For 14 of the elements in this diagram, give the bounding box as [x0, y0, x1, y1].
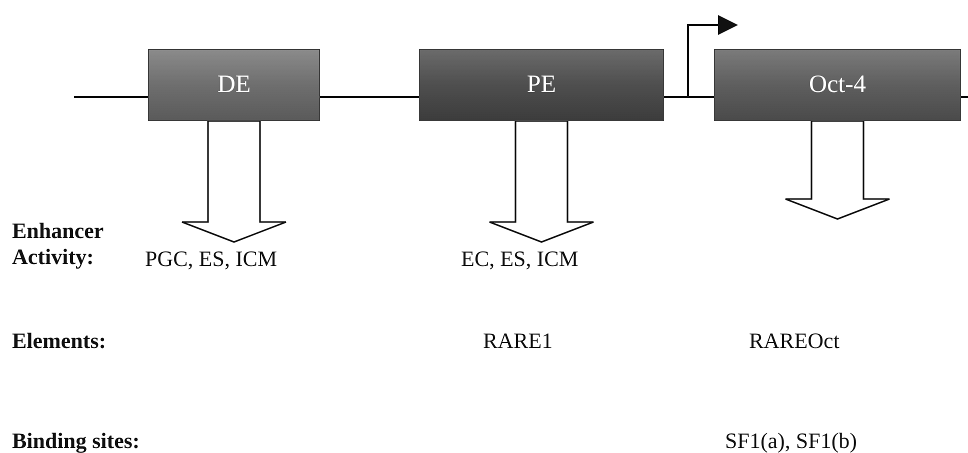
element-name: RAREOct [749, 328, 840, 354]
enhancer-activity-text: PGC, ES, ICM [145, 244, 305, 274]
row-heading: Binding sites: [12, 428, 140, 453]
gene-region-box: PE [419, 49, 664, 121]
row-heading: Elements: [12, 328, 108, 354]
element-name: RARE1 [483, 328, 553, 354]
binding-site-text: SF1(a), SF1(b) [725, 428, 858, 453]
enhancer-activity-text: EC, ES, ICM [461, 244, 611, 274]
gene-region-box: DE [148, 49, 320, 121]
block-arrow [784, 120, 890, 220]
block-arrow [488, 120, 594, 243]
block-arrow [181, 120, 287, 243]
row-heading: Enhancer Activity: [12, 218, 104, 270]
gene-region-box: Oct-4 [714, 49, 961, 121]
